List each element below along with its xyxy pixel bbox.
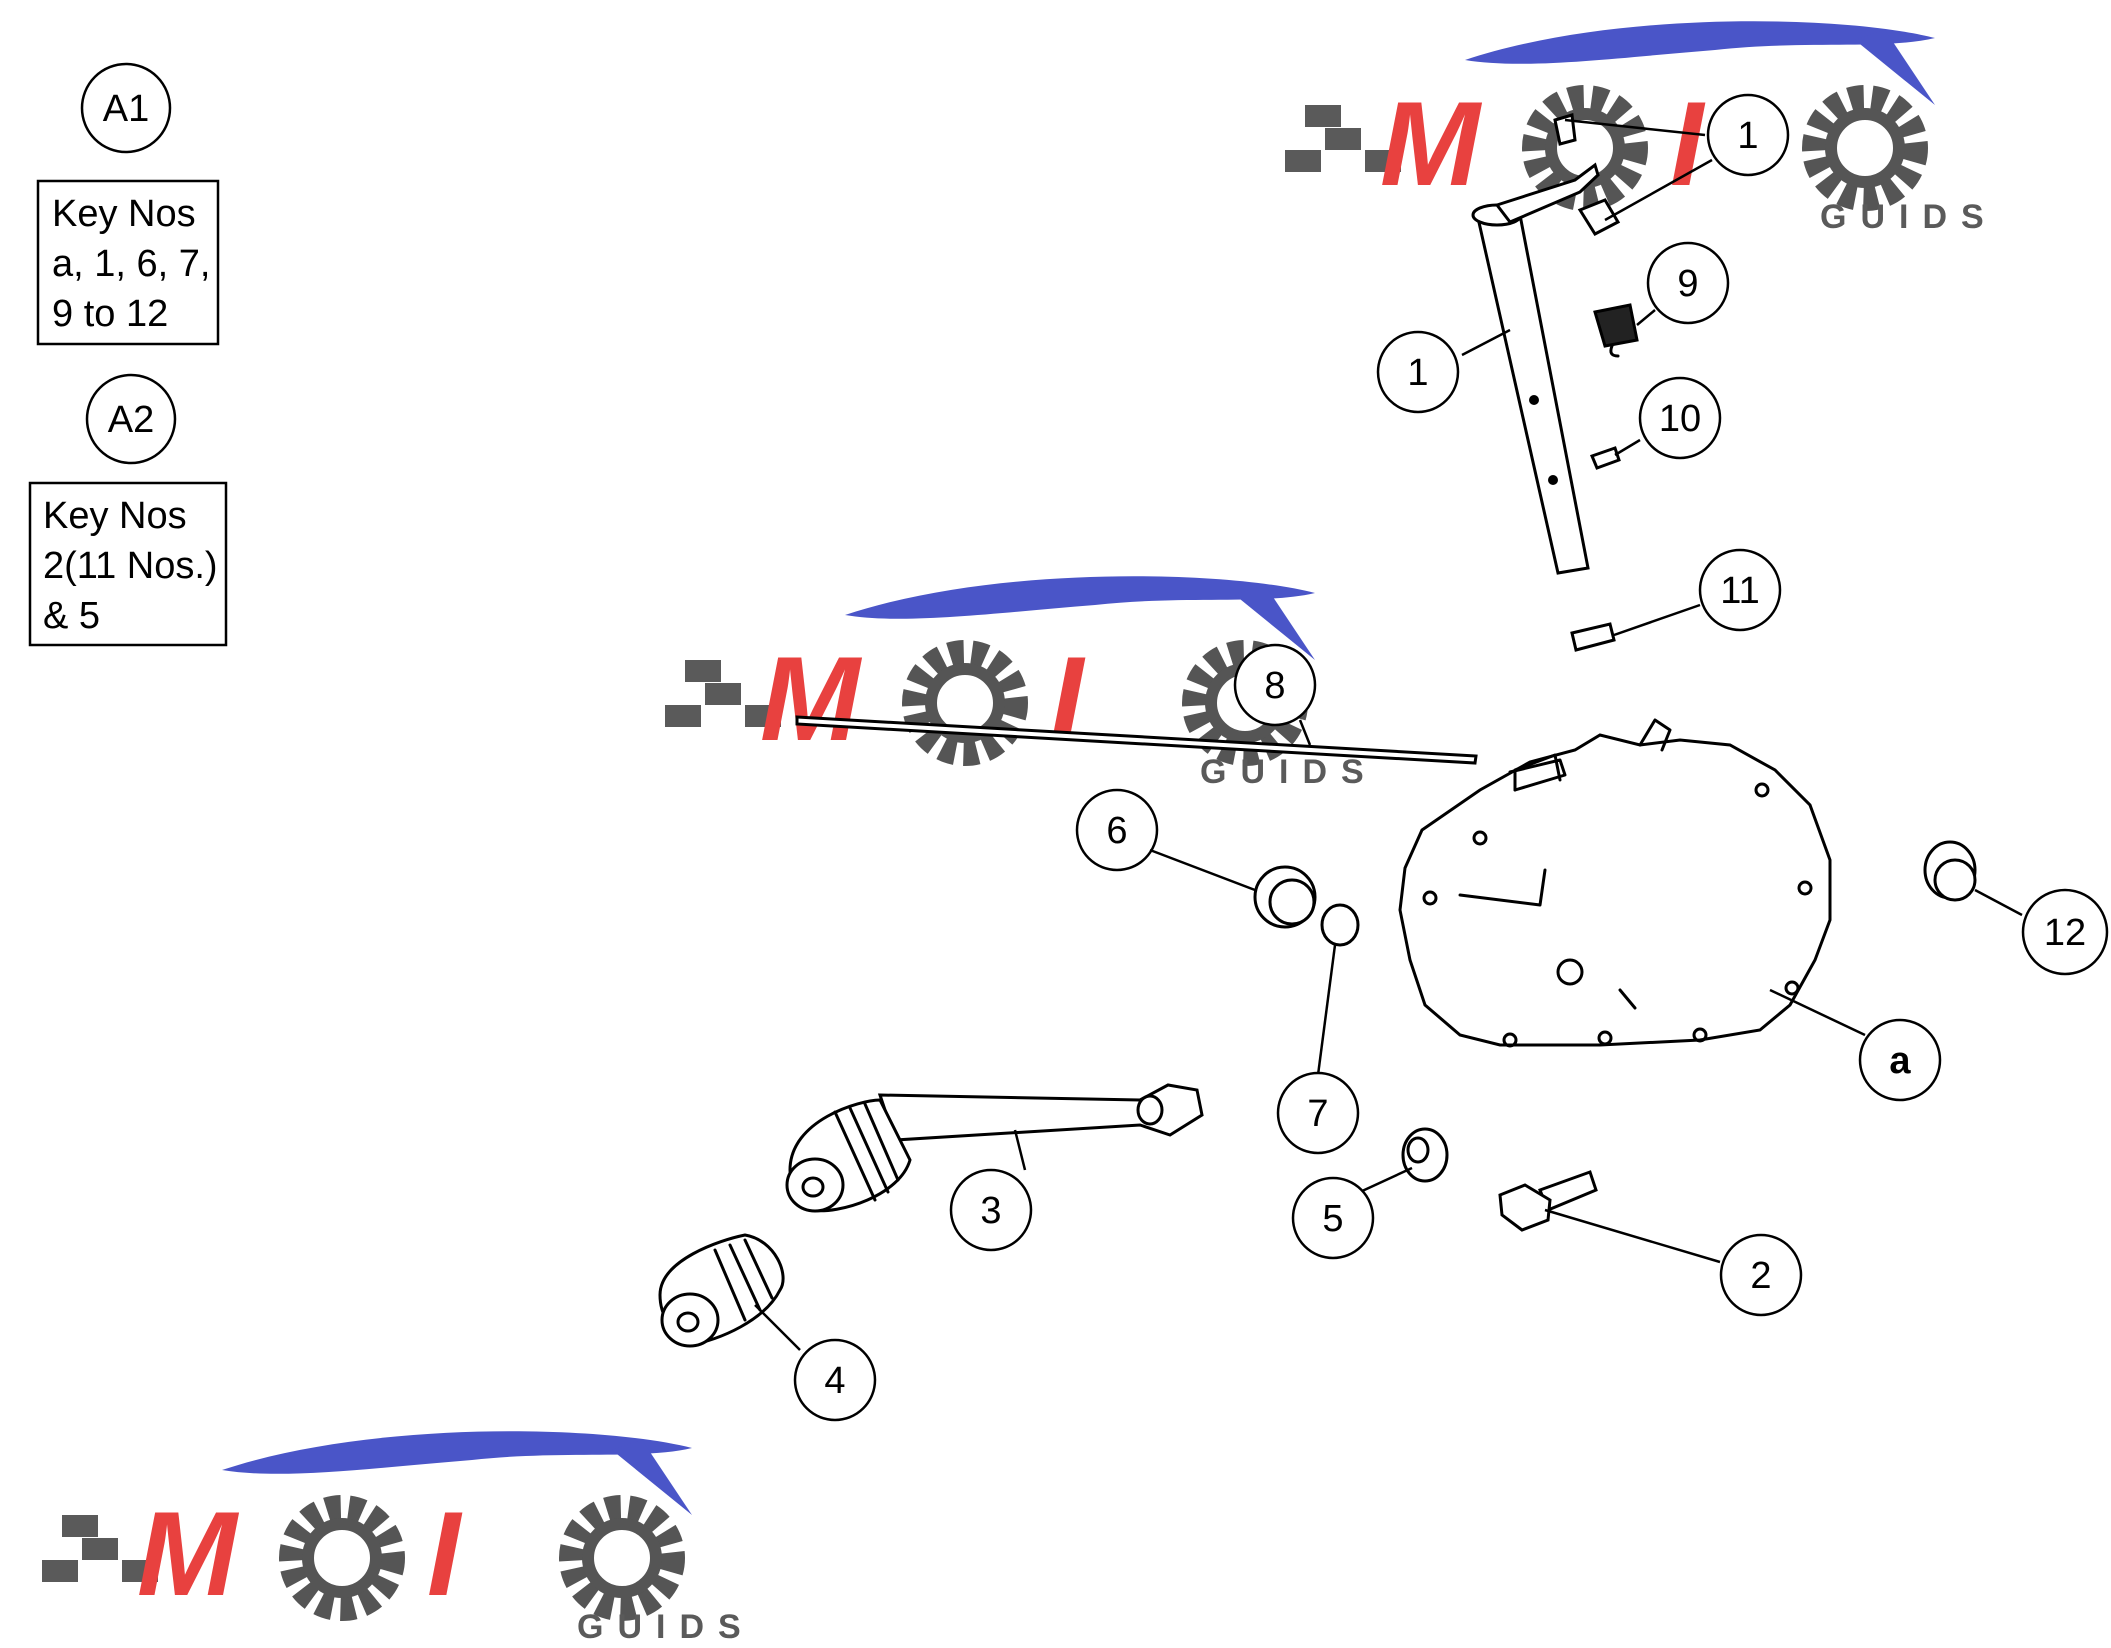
- svg-text:10: 10: [1659, 398, 1701, 440]
- part-spring: [1593, 303, 1639, 358]
- svg-text:6: 6: [1106, 810, 1127, 852]
- assembly-a2-label: A2: [108, 399, 154, 441]
- svg-text:12: 12: [2044, 912, 2086, 954]
- svg-text:8: 8: [1264, 665, 1285, 707]
- logo-gear-2: [559, 1495, 685, 1621]
- assembly-a1-circle: [80, 62, 172, 154]
- callout-3: 3: [949, 1168, 1033, 1252]
- callout-12: 12: [2021, 888, 2109, 976]
- callout-a: a: [1858, 1018, 1942, 1102]
- assembly-a1-key-box: [36, 179, 220, 346]
- part-crankcase-cover: [1398, 718, 1832, 1048]
- logo-word-m: M: [1380, 77, 1483, 211]
- logo-swoosh: [222, 1431, 692, 1474]
- assembly-a2: A2 Key Nos 2(11 Nos.) & 5: [28, 373, 228, 647]
- logo-sub-text: GUIDS: [577, 1608, 755, 1646]
- logo-word-t: I: [1050, 632, 1086, 766]
- logo-swoosh-tip: [612, 1440, 692, 1515]
- callout-5: 5: [1291, 1176, 1375, 1260]
- assembly-a2-key-line-2: 2(11 Nos.): [43, 545, 218, 587]
- svg-text:a: a: [1889, 1040, 1911, 1082]
- logo-checker: [42, 1515, 158, 1582]
- logo-gear-1: [902, 640, 1028, 766]
- svg-text:4: 4: [824, 1360, 845, 1402]
- assembly-a2-key-box: [28, 481, 228, 647]
- part-push-rod: [795, 715, 1478, 765]
- assembly-a1-key-line-1: Key Nos: [52, 193, 196, 235]
- callouts: 1 1 9 10 11 8 6 7: [793, 93, 2109, 1422]
- svg-text:1: 1: [1737, 115, 1758, 157]
- assembly-a1: A1 Key Nos a, 1, 6, 7, 9 to 12: [36, 62, 220, 346]
- assembly-a1-label: A1: [103, 88, 149, 130]
- moto-guids-logo-bottom: M I GUIDS: [42, 1431, 755, 1646]
- part-oil-seal: [1253, 865, 1317, 929]
- assembly-a1-key-line-3: 9 to 12: [52, 293, 168, 335]
- callout-4: 4: [793, 1338, 877, 1422]
- part-bolt: [1498, 1170, 1598, 1232]
- logo-word-t: I: [427, 1487, 463, 1621]
- callout-11: 11: [1698, 548, 1782, 632]
- assembly-a2-circle: [85, 373, 177, 465]
- part-pedal-rubber: [658, 1233, 785, 1348]
- svg-text:2: 2: [1750, 1255, 1771, 1297]
- part-o-ring: [1320, 903, 1360, 947]
- part-shift-shaft: [1471, 162, 1600, 575]
- svg-text:7: 7: [1307, 1093, 1328, 1135]
- callout-1-shaft: 1: [1376, 330, 1460, 414]
- svg-text:3: 3: [980, 1190, 1001, 1232]
- moto-guids-logo-top: M I GUIDS: [1285, 21, 1998, 236]
- assembly-a1-key-line-2: a, 1, 6, 7,: [52, 243, 210, 285]
- part-clip: [1577, 198, 1621, 236]
- logo-swoosh: [845, 576, 1315, 619]
- logo-swoosh-tip: [1855, 30, 1935, 105]
- logo-word-m: M: [760, 632, 863, 766]
- assembly-a2-key-line-1: Key Nos: [43, 495, 187, 537]
- logo-checker: [665, 660, 781, 727]
- svg-text:1: 1: [1407, 352, 1428, 394]
- logo-sub-text: GUIDS: [1820, 198, 1998, 236]
- svg-text:11: 11: [1720, 570, 1759, 612]
- callout-9: 9: [1646, 241, 1730, 325]
- logo-gear-2: [1802, 85, 1928, 211]
- part-gear-pedal: [785, 1083, 1204, 1213]
- logo-swoosh-tip: [1235, 585, 1315, 660]
- logo-gear-1: [279, 1495, 405, 1621]
- logo-checker: [1285, 105, 1401, 172]
- logo-sub-text: GUIDS: [1200, 753, 1378, 791]
- callout-6: 6: [1075, 788, 1159, 872]
- callout-1-top: 1: [1706, 93, 1790, 177]
- callout-7: 7: [1276, 1071, 1360, 1155]
- svg-text:5: 5: [1322, 1198, 1343, 1240]
- logo-swoosh: [1465, 21, 1935, 64]
- callout-8: 8: [1233, 643, 1317, 727]
- svg-text:9: 9: [1677, 263, 1698, 305]
- part-washer: [1401, 1127, 1449, 1183]
- leader-lines: [754, 118, 2023, 1351]
- part-collar: [1570, 622, 1616, 652]
- part-plug: [1923, 840, 1977, 902]
- callout-10: 10: [1638, 376, 1722, 460]
- logo-word-m: M: [137, 1487, 240, 1621]
- logo-word-t: I: [1670, 77, 1706, 211]
- moto-guids-logo-middle: M I GUIDS: [665, 576, 1378, 791]
- callout-2: 2: [1719, 1233, 1803, 1317]
- part-pin-top: [1553, 113, 1577, 146]
- assembly-a2-key-line-3: & 5: [43, 595, 100, 637]
- part-dowel-pin: [1590, 446, 1621, 470]
